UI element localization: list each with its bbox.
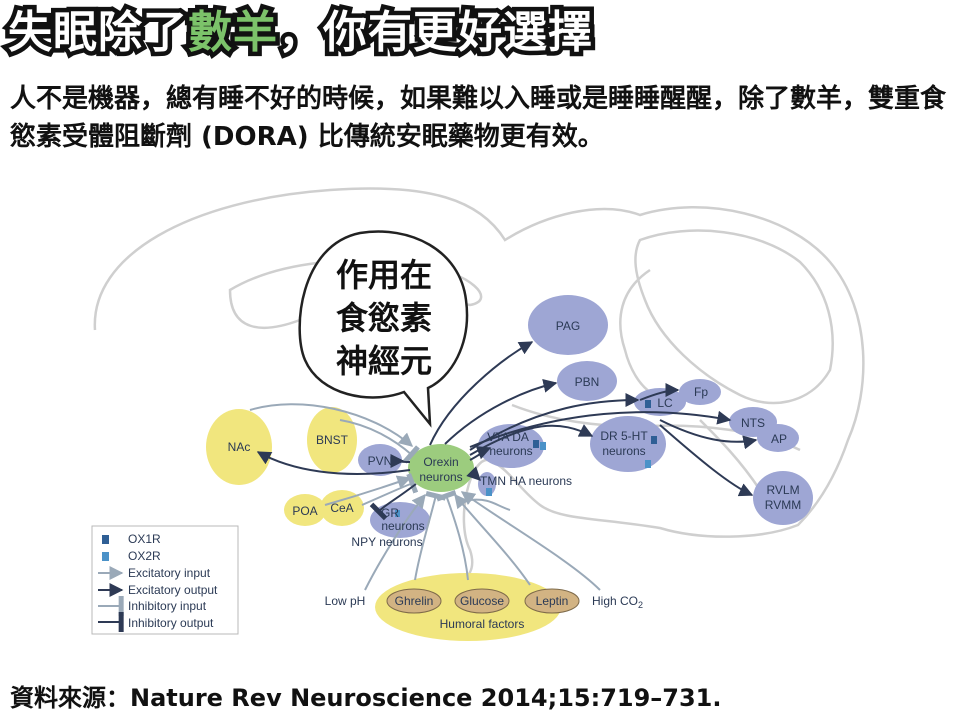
poa-label: POA [292,504,317,518]
dr-label-2: neurons [602,444,645,458]
bubble-line-2: 食慾素 [336,299,432,337]
poa-node [284,494,326,526]
rvlm-label-1: RVLM [766,483,799,497]
humoral-label: Humoral factors [440,617,525,631]
output-arrows [256,341,758,521]
glucose-pill [454,588,510,614]
high-co2-label: High CO2 [592,594,643,610]
legend-inhibitory-output: Inhibitory output [128,616,214,630]
nac-node [206,409,272,485]
nac-label: NAc [228,440,251,454]
legend-excitatory-output: Excitatory output [128,583,218,597]
bubble-line-1: 作用在 [336,256,432,294]
ox2r-icon [102,552,109,561]
receptor-marks [395,400,657,517]
ghrelin-label: Ghrelin [395,594,434,608]
ap-node [757,424,799,452]
orexin-node [408,444,474,492]
glucose-label: Glucose [460,594,504,608]
cea-label: CeA [330,501,353,515]
npy-label: NPY neurons [351,535,422,549]
pbn-label: PBN [575,375,600,389]
fp-label: Fp [694,385,708,399]
gr-label-1: GR [381,506,399,520]
ox1r-icon [102,535,109,544]
leptin-label: Leptin [536,594,569,608]
input-arrows [249,403,601,591]
vta-label-1: VTA DA [487,430,529,444]
humoral-inputs: Ghrelin Glucose Leptin Humoral factors L… [325,588,643,631]
pbn-node [557,361,617,401]
page-title: 失眠除了數羊，你有更好選擇 [4,3,597,63]
pvn-label: PVN [368,454,393,468]
cea-node [320,490,364,526]
bnst-node [307,407,357,473]
ap-label: AP [771,432,787,446]
orexin-label-2: neurons [419,470,462,484]
pag-node [528,295,608,355]
vta-label-2: neurons [489,444,532,458]
low-ph-label: Low pH [325,594,366,608]
legend: OX1R OX2R Excitatory input Excitatory ou… [91,525,239,635]
gr-label-2: neurons [381,519,424,533]
lc-label: LC [657,396,673,410]
bubble-line-3: 神經元 [336,342,432,380]
ghrelin-pill [386,588,442,614]
nts-label: NTS [741,416,765,430]
dr-node [590,416,666,472]
speech-bubble: 作用在 食慾素 神經元 [298,230,469,428]
legend-inhibitory-input: Inhibitory input [128,599,207,613]
source-citation: 資料來源：Nature Rev Neuroscience 2014;15:719… [10,684,722,712]
rvlm-label-2: RVMM [765,498,801,512]
dr-label-1: DR 5-HT [600,429,648,443]
legend-ox1r: OX1R [128,532,161,546]
title-highlight: 數羊 [184,3,282,63]
tmn-label: TMN HA neurons [480,474,572,488]
leptin-pill [524,588,580,614]
pag-label: PAG [556,319,580,333]
node-labels: NAc BNST PVN POA CeA Orexin neurons GR n… [228,319,802,549]
orexin-label-1: Orexin [423,455,458,469]
legend-excitatory-input: Excitatory input [128,566,211,580]
rvlm-node [753,471,813,525]
title-part-2: ，你有更好選擇 [274,3,597,63]
title-part-1: 失眠除了 [4,3,192,63]
bnst-label: BNST [316,433,349,447]
co2-subscript: 2 [638,600,643,610]
fp-node [679,379,721,405]
legend-ox2r: OX2R [128,549,161,563]
intro-text: 人不是機器，總有睡不好的時候，如果難以入睡或是睡睡醒醒，除了數羊，雙重食慾素受體… [10,84,947,152]
